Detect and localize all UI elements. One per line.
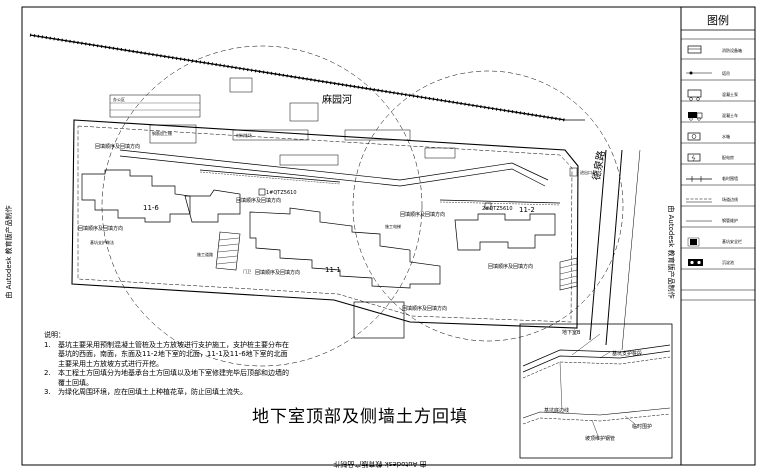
building-11-2 — [454, 213, 556, 251]
backfill-label: 回填顺序及回填方向 — [402, 305, 447, 312]
legend-row-9: 基坑安全栏 — [687, 237, 742, 247]
support-hatch-left — [215, 231, 241, 271]
legend-row-7: 场道边线 — [686, 196, 738, 203]
note-number: 1. — [44, 340, 51, 349]
site-label: 办公区 — [113, 96, 125, 102]
backfill-label: 回填顺序及回填方向 — [236, 197, 281, 204]
site-boundary — [71, 119, 579, 329]
sediment-tank-icon — [688, 259, 703, 266]
detail-inset — [519, 323, 673, 459]
backfill-label: 回填顺序及回填方向 — [488, 263, 533, 270]
crane-reach-circle-1 — [101, 45, 423, 367]
building-11-6 — [81, 169, 191, 223]
drawing-title: 地下室顶部及侧墙土方回填 — [252, 407, 468, 427]
watermark-bottom: 由 Autodesk 教育版产品制作 — [333, 460, 426, 469]
detail-label-steel-pipe: 坡顶维护钢管 — [585, 435, 615, 442]
legend-row-6: 临时围墙 — [686, 175, 738, 182]
support-hatch-right — [559, 257, 578, 291]
legend-label: 配电房 — [722, 154, 734, 160]
legend-label: 钢管维护 — [722, 217, 738, 223]
crane-boom-1 — [199, 169, 341, 196]
tower-crane-icon — [686, 71, 712, 75]
backfill-label: 回填顺序及回填方向 — [400, 211, 445, 218]
watermark-right: 由 Autodesk 教育版产品制作 — [667, 205, 676, 298]
legend-label: 场道边线 — [722, 196, 738, 202]
facility-blocks — [109, 77, 578, 177]
note-text: 为绿化周围环境，应在回填土上种植花草，防止回填土流失。 — [58, 388, 247, 396]
river-label: 麻园河 — [322, 93, 352, 106]
building-label-11-6: 11-6 — [143, 204, 159, 212]
crane-label-2: 2#QTZ5610 — [482, 206, 513, 212]
site-label: 材料堆场 — [236, 132, 252, 138]
detail-callout — [353, 301, 405, 339]
legend-label: 沉淀池 — [722, 259, 734, 265]
pit-guard-icon — [687, 237, 700, 247]
note-text: 基坑主要采用预制混凝土管桩及土方放坡进行支护施工，支护桩主要分布在基坑的西面，南… — [58, 340, 289, 368]
site-road-icon — [686, 198, 712, 203]
crane-boom-2 — [439, 199, 561, 210]
site-label: 施工道路 — [197, 251, 213, 257]
note-item: 1. 基坑主要采用预制混凝土管桩及土方放坡进行支护施工，支护桩主要分布在基坑的西… — [44, 341, 294, 370]
detail-label-temp-guard: 临时围护 — [632, 423, 652, 430]
mixer-truck-icon — [688, 112, 703, 121]
site-label: 钢筋加工棚 — [152, 130, 172, 136]
building-label-11-2: 11-2 — [519, 206, 535, 214]
legend-label: 混凝土泵 — [722, 91, 738, 97]
site-label: 施工电梯 — [385, 223, 401, 229]
legend-row-10: 沉淀池 — [688, 259, 734, 266]
legend-row-5: 配电房 — [687, 153, 734, 162]
crane-reach-circle-2 — [352, 70, 624, 342]
legend-row-3: 混凝土车 — [688, 112, 738, 121]
hydrant-icon — [687, 45, 702, 54]
water-meter-icon — [687, 132, 701, 141]
sheet-frame — [21, 6, 756, 466]
legend-table — [681, 29, 755, 301]
notes-title: 说明： — [44, 331, 65, 339]
note-number: 2. — [44, 369, 51, 377]
building-11-1 — [249, 207, 441, 289]
distribution-box-icon — [687, 153, 701, 162]
legend-label: 混凝土车 — [722, 112, 738, 118]
backfill-label: 回填顺序及回填方向 — [255, 269, 300, 276]
detail-label-basement: 地下室B — [562, 329, 581, 336]
road-label: 德泉路 — [590, 149, 608, 181]
legend-label: 临时围墙 — [722, 175, 738, 181]
detail-label-pile: 基坑支护桩段 — [612, 350, 642, 357]
detail-label-pit-bottom: 基坑底边线 — [544, 407, 569, 414]
legend-row-8: 钢管维护 — [686, 217, 738, 223]
note-text: 本工程土方回填分为地基承台土方回填以及地下室修建完毕后顶部和边墙的覆土回填。 — [58, 369, 289, 387]
notes-block: 说明： 1. 基坑主要采用预制混凝土管桩及土方放坡进行支护施工，支护桩主要分布在… — [44, 331, 294, 398]
building-label-11-1: 11-1 — [325, 266, 341, 274]
backfill-label: 回填顺序及回填方向 — [95, 143, 140, 150]
legend-label: 消防设备箱 — [722, 47, 742, 53]
concrete-pump-icon — [687, 89, 702, 101]
watermark-left: 由 Autodesk 教育版产品制作 — [4, 205, 13, 298]
road-edges — [589, 149, 641, 351]
note-number: 3. — [44, 388, 51, 396]
legend-row-4: 水箱 — [687, 132, 730, 141]
legend-row-2: 混凝土泵 — [687, 89, 738, 101]
pit-boundary — [77, 125, 573, 323]
legend-title: 图例 — [707, 13, 729, 27]
site-label: 基坑支护做法 — [90, 239, 114, 245]
legend-label: 水箱 — [722, 133, 730, 139]
river-bank — [29, 33, 585, 122]
site-label: 进出口 — [580, 169, 592, 175]
crane-label-1: 1#QTZ5610 — [266, 190, 297, 196]
temporary-fence-icon — [686, 176, 712, 182]
site-label: 门卫 — [243, 268, 251, 274]
legend-row-1: 塔吊 — [686, 70, 730, 76]
building-11-6-annex — [184, 189, 241, 223]
legend-row-0: 消防设备箱 — [687, 45, 742, 54]
legend-label: 基坑安全栏 — [722, 238, 742, 244]
backfill-label: 回填顺序及回填方向 — [78, 225, 123, 232]
legend-label: 塔吊 — [722, 70, 730, 76]
note-item: 3. 为绿化周围环境，应在回填土上种植花草，防止回填土流失。 — [44, 388, 294, 398]
note-item: 2. 本工程土方回填分为地基承台土方回填以及地下室修建完毕后顶部和边墙的覆土回填… — [44, 369, 294, 388]
site-road — [119, 149, 549, 187]
